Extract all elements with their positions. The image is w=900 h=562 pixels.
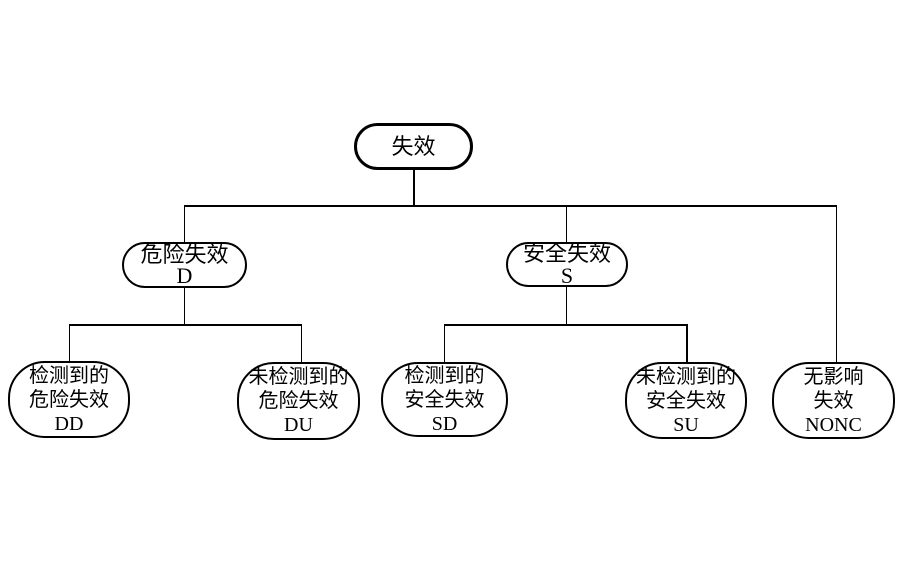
connector-to-su bbox=[686, 324, 688, 362]
node-su-label-line1: 未检测到的 bbox=[636, 365, 736, 388]
node-dangerous-failure: 危险失效 D bbox=[122, 242, 247, 288]
node-du-label-line1: 未检测到的 bbox=[248, 366, 349, 388]
connector-to-dangerous bbox=[183, 205, 185, 242]
node-detected-safe-failure: 检测到的 安全失效 SD bbox=[381, 362, 508, 437]
node-safe-failure-code: S bbox=[560, 262, 574, 288]
node-su-code: SU bbox=[673, 413, 699, 436]
connector-dangerous-drop bbox=[183, 288, 185, 325]
node-dd-label-line1: 检测到的 bbox=[29, 364, 109, 387]
node-failure-root-label: 失效 bbox=[391, 133, 436, 159]
node-dd-label-line2: 危险失效 bbox=[29, 388, 109, 411]
node-nonc-label-line2: 失效 bbox=[813, 389, 854, 412]
node-safe-failure: 安全失效 S bbox=[506, 242, 628, 287]
node-sd-label-line1: 检测到的 bbox=[404, 364, 485, 387]
node-dangerous-failure-label: 危险失效 bbox=[140, 241, 229, 267]
node-no-effect-failure: 无影响 失效 NONC bbox=[772, 362, 895, 439]
node-undetected-dangerous-failure: 未检测到的 危险失效 DU bbox=[237, 362, 360, 440]
node-du-label-line2: 危险失效 bbox=[258, 390, 339, 412]
node-du-code: DU bbox=[284, 414, 313, 436]
connector-root-drop bbox=[413, 170, 415, 206]
node-dangerous-failure-code: D bbox=[176, 263, 193, 288]
connector-level1-horizontal bbox=[184, 205, 837, 207]
node-failure-root: 失效 bbox=[354, 123, 473, 170]
connector-safe-drop bbox=[565, 287, 567, 325]
node-undetected-safe-failure: 未检测到的 安全失效 SU bbox=[625, 362, 747, 439]
node-detected-dangerous-failure: 检测到的 危险失效 DD bbox=[8, 361, 130, 438]
node-dd-code: DD bbox=[54, 412, 84, 435]
connector-to-safe bbox=[565, 205, 567, 242]
node-su-label-line2: 安全失效 bbox=[646, 389, 726, 412]
node-sd-label-line2: 安全失效 bbox=[404, 388, 485, 411]
connector-to-sd bbox=[443, 324, 445, 362]
connector-to-dd bbox=[68, 324, 70, 361]
node-safe-failure-label: 安全失效 bbox=[522, 241, 611, 266]
connector-safe-children-horizontal bbox=[444, 324, 687, 326]
node-nonc-label-line1: 无影响 bbox=[803, 365, 864, 388]
connector-to-du bbox=[300, 324, 302, 362]
node-nonc-code: NONC bbox=[805, 413, 862, 436]
connector-to-no-effect bbox=[835, 205, 837, 362]
node-sd-code: SD bbox=[431, 412, 458, 435]
connector-dangerous-children-horizontal bbox=[69, 324, 302, 326]
